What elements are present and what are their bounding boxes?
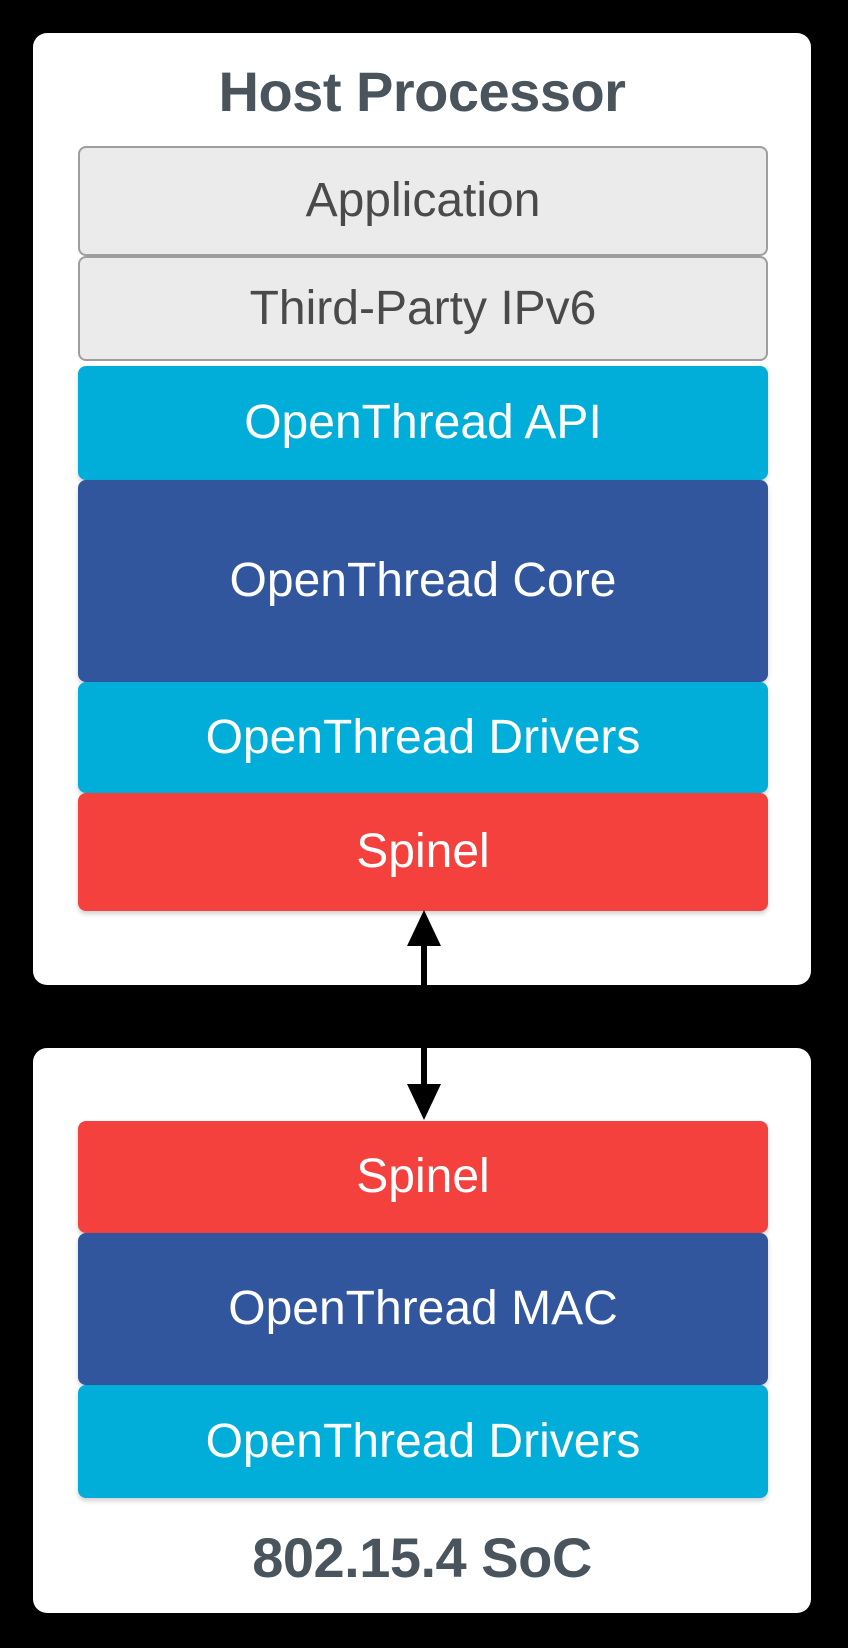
soc-layer-stack: Spinel OpenThread MAC OpenThread Drivers: [78, 1121, 768, 1498]
layer-openthread-drivers-host: OpenThread Drivers: [78, 682, 768, 793]
layer-openthread-drivers-soc-label: OpenThread Drivers: [205, 1414, 641, 1468]
layer-openthread-drivers-host-label: OpenThread Drivers: [205, 710, 641, 764]
layer-openthread-drivers-soc: OpenThread Drivers: [78, 1385, 768, 1498]
soc-card: Spinel OpenThread MAC OpenThread Drivers…: [33, 1048, 811, 1613]
arrow-head-down-icon: [407, 1084, 441, 1120]
layer-openthread-core-label: OpenThread Core: [229, 554, 617, 607]
layer-application: Application: [78, 146, 768, 256]
layer-spinel-host-label: Spinel: [356, 825, 490, 878]
layer-spinel-host: Spinel: [78, 793, 768, 911]
arrow-shaft: [421, 944, 427, 1086]
host-layer-stack: Application Third-Party IPv6 OpenThread …: [78, 146, 768, 911]
layer-third-party-ipv6-label: Third-Party IPv6: [249, 281, 597, 335]
spinel-link-arrow-icon: [407, 910, 441, 1120]
arrow-head-up-icon: [407, 910, 441, 946]
layer-openthread-mac-label: OpenThread MAC: [228, 1282, 618, 1335]
layer-spinel-soc: Spinel: [78, 1121, 768, 1233]
layer-openthread-core: OpenThread Core: [78, 480, 768, 682]
layer-openthread-mac: OpenThread MAC: [78, 1233, 768, 1385]
soc-title: 802.15.4 SoC: [252, 1525, 592, 1589]
layer-application-label: Application: [305, 174, 541, 227]
layer-third-party-ipv6: Third-Party IPv6: [78, 256, 768, 361]
layer-spinel-soc-label: Spinel: [356, 1150, 490, 1203]
host-processor-card: Host Processor Application Third-Party I…: [33, 33, 811, 985]
layer-openthread-api: OpenThread API: [78, 366, 768, 480]
layer-openthread-api-label: OpenThread API: [244, 396, 602, 449]
host-processor-title: Host Processor: [218, 60, 626, 123]
